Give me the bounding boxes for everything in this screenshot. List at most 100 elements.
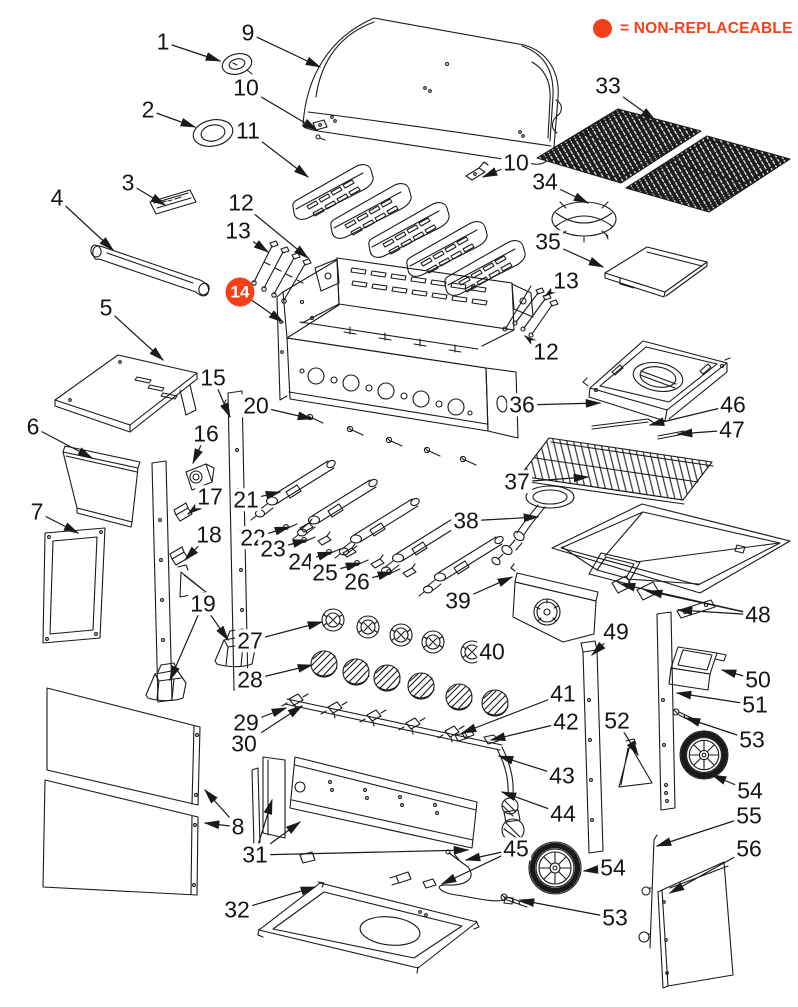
callout-label: 54 xyxy=(598,854,628,881)
part-sideburner-burner xyxy=(490,486,574,566)
callout-label: 56 xyxy=(734,835,764,862)
callout-label: 24 xyxy=(286,548,316,575)
part-knob-bezels xyxy=(321,608,484,664)
part-axle-bolt-center xyxy=(501,894,528,907)
callout-label: 10 xyxy=(501,149,531,176)
part-electrodes-right xyxy=(503,286,558,337)
callout-label: 36 xyxy=(507,391,537,418)
callout-label: 51 xyxy=(740,691,770,718)
callout-label: 29 xyxy=(231,709,261,736)
callout-label: 4 xyxy=(48,184,66,211)
part-hood-lid xyxy=(303,18,562,164)
part-leg-rear-right xyxy=(657,612,675,810)
part-grease-pan xyxy=(552,504,790,593)
callout-label: 26 xyxy=(342,568,372,595)
part-sideburner-cover xyxy=(605,247,707,297)
part-sideburner-box xyxy=(583,341,730,421)
callout-label: 10 xyxy=(231,74,261,101)
callout-label: 33 xyxy=(593,72,623,99)
callout-label: 3 xyxy=(119,169,137,196)
callout-label: 12 xyxy=(226,189,256,216)
part-crossover-rods xyxy=(592,419,684,439)
part-side-shelf xyxy=(55,355,197,432)
callout-label: 41 xyxy=(548,680,578,707)
callout-label: 21 xyxy=(231,486,261,513)
callout-label: 40 xyxy=(477,638,507,665)
callout-label: 27 xyxy=(235,627,265,654)
callout-label: 46 xyxy=(718,391,748,418)
callout-label: 13 xyxy=(223,217,253,244)
legend-text: = NON-REPLACEABLE xyxy=(620,19,793,37)
callout-label: 20 xyxy=(241,392,271,419)
callout-label: 35 xyxy=(533,228,563,255)
part-warming-rack xyxy=(520,438,713,504)
part-bottom-shelf xyxy=(258,882,479,973)
part-grease-cup xyxy=(669,647,726,690)
part-side-panel xyxy=(63,446,140,527)
part-bracket-clip-upper xyxy=(174,503,192,521)
part-igniter-module xyxy=(186,464,214,490)
part-thermometer-bezel xyxy=(220,50,254,77)
part-manifold xyxy=(282,694,502,750)
callout-label: 16 xyxy=(191,420,221,447)
callout-label: 44 xyxy=(548,800,578,827)
callout-label: 53 xyxy=(600,904,630,931)
callout-label: 47 xyxy=(717,416,747,443)
legend: = NON-REPLACEABLE xyxy=(593,19,793,38)
callout-label: 53 xyxy=(737,726,767,753)
callout-label: 19 xyxy=(188,590,218,617)
callout-label: 39 xyxy=(443,587,473,614)
callout-label: 7 xyxy=(28,498,46,525)
callout-label: 31 xyxy=(240,841,270,868)
callout-label: 28 xyxy=(235,666,265,693)
part-wheel-right xyxy=(680,731,728,779)
part-firebox xyxy=(277,258,533,438)
callout-label: 9 xyxy=(239,19,257,46)
callout-label: 43 xyxy=(547,762,577,789)
part-logo-plate xyxy=(150,190,196,214)
part-frame-panel xyxy=(43,528,105,643)
callout-label: 8 xyxy=(229,813,247,840)
callout-label: 23 xyxy=(258,535,288,562)
callout-label: 18 xyxy=(194,521,224,548)
non-replaceable-dot-icon xyxy=(593,19,612,38)
callout-label: 48 xyxy=(743,601,773,628)
callout-label: 6 xyxy=(24,413,42,440)
callout-label: 54 xyxy=(735,777,765,804)
part-sideburner-grate xyxy=(552,202,616,242)
callout-label: 55 xyxy=(734,802,764,829)
callout-label: 49 xyxy=(601,618,631,645)
callout-label-highlighted: 14 xyxy=(225,277,255,307)
callout-label: 52 xyxy=(602,707,632,734)
part-hinge-rod xyxy=(639,835,657,948)
part-side-door-right xyxy=(658,862,733,988)
part-grease-tray-holder xyxy=(511,564,598,642)
callout-label: 17 xyxy=(195,483,225,510)
callout-label: 50 xyxy=(743,666,773,693)
part-control-panel xyxy=(252,757,477,863)
part-axle-bolt-right xyxy=(673,709,698,724)
part-leg-rear-left xyxy=(152,461,172,702)
callout-label: 38 xyxy=(451,507,481,534)
callout-label: 32 xyxy=(222,896,252,923)
callout-label: 1 xyxy=(154,28,172,55)
callout-label: 42 xyxy=(551,708,581,735)
callout-label: 12 xyxy=(531,338,561,365)
part-bezel-ring xyxy=(191,116,236,150)
part-cooking-grates xyxy=(537,109,790,212)
callout-label: 37 xyxy=(502,468,532,495)
part-heat-tents xyxy=(292,164,526,296)
part-leg-front-right xyxy=(581,641,603,853)
part-triangle-bracket-right xyxy=(619,739,652,787)
callout-label: 25 xyxy=(310,559,340,586)
part-bracket-clip-lower xyxy=(170,547,188,565)
callout-label: 11 xyxy=(234,117,262,144)
callout-label: 34 xyxy=(530,168,560,195)
part-handle xyxy=(89,244,211,297)
part-burner-screws xyxy=(306,413,477,466)
callout-label: 15 xyxy=(198,364,228,391)
part-doors xyxy=(43,688,200,895)
part-igniter-electrode-wire xyxy=(390,850,513,904)
